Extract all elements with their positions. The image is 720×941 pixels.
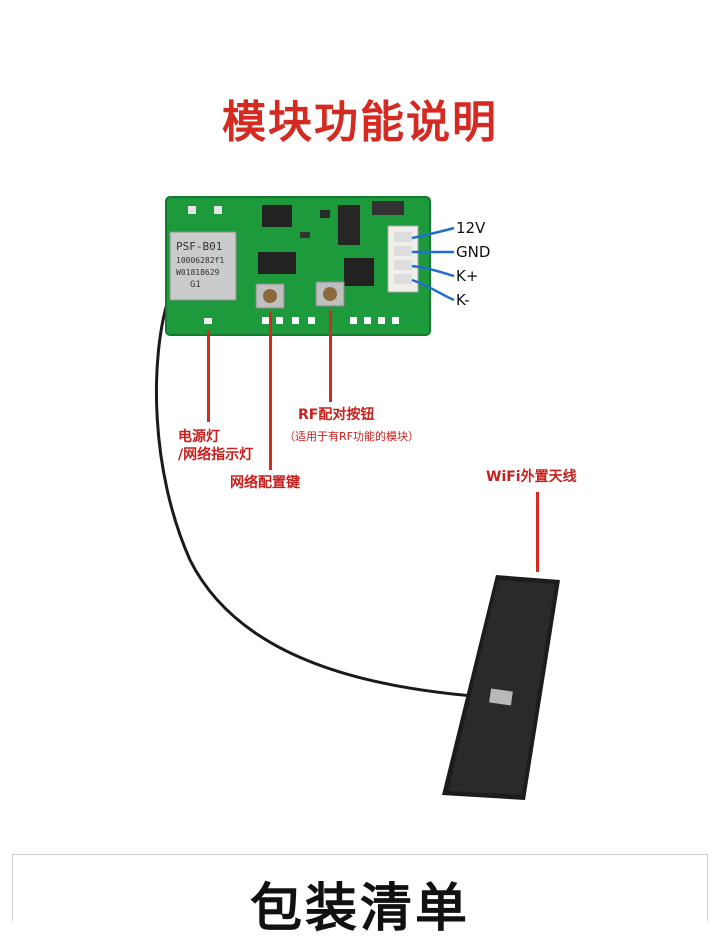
footer-box <box>12 854 708 921</box>
label-network-key: 网络配置键 <box>230 475 300 491</box>
pin-label-k-minus: K- <box>456 291 470 309</box>
leader-line-led <box>207 330 210 422</box>
module-marking-2: 10006282f1 <box>176 256 224 265</box>
chip-4 <box>344 258 374 286</box>
chip-2 <box>258 252 296 274</box>
pin-wires <box>411 226 455 302</box>
pin-label-gnd: GND <box>456 243 491 261</box>
label-rf-note: （适用于有RF功能的模块） <box>284 430 419 443</box>
led <box>204 318 212 324</box>
wifi-module <box>169 231 237 301</box>
module-marking-1: PSF-B01 <box>176 240 222 253</box>
pin-label-12v: 12V <box>456 219 486 237</box>
label-led-line2: /网络指示灯 <box>178 447 254 463</box>
module-marking-4: G1 <box>190 280 201 290</box>
footer-title: 包装清单 <box>249 879 470 939</box>
leader-line-rf <box>329 310 332 402</box>
antenna-cable <box>154 299 501 700</box>
chip-3 <box>338 205 360 245</box>
module-marking-3: W01818629 <box>176 268 220 277</box>
label-led-line1: 电源灯 <box>178 429 220 445</box>
label-rf-title: RF配对按钮 <box>298 407 375 423</box>
leader-line-network-key <box>269 312 272 470</box>
label-antenna: WiFi外置天线 <box>486 469 577 485</box>
leader-line-antenna <box>536 492 539 572</box>
chip-1 <box>262 205 292 227</box>
page-title: 模块功能说明 <box>222 97 498 148</box>
pin-label-k-plus: K+ <box>456 267 479 285</box>
module-illustration: PSF-B01 10006282f1 W01818629 G1 <box>154 196 560 800</box>
